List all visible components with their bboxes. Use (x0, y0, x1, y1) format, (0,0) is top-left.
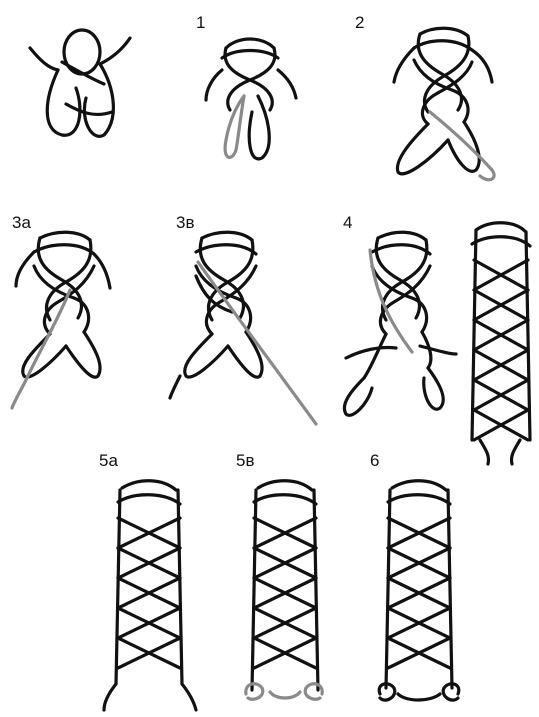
step-label-2: 2 (355, 14, 364, 31)
step-label-5b: 5в (236, 452, 255, 469)
step-label-5a: 5а (99, 452, 118, 469)
panel-step-1 (206, 39, 296, 159)
panel-step-4 (344, 232, 456, 415)
step-label-3a: 3а (12, 214, 31, 231)
panel-step-3b (170, 232, 316, 424)
step-label-3b: 3в (176, 214, 195, 231)
panel-step-6 (379, 481, 459, 700)
panel-braid-tall (472, 223, 530, 464)
panel-initial-knot (30, 30, 130, 136)
step-label-4: 4 (343, 214, 352, 231)
step-label-6: 6 (370, 452, 379, 469)
panel-step-5a (104, 481, 196, 710)
panel-step-2 (394, 28, 494, 180)
panel-step-3a (12, 232, 110, 408)
panel-step-5b (246, 481, 322, 700)
step-label-1: 1 (196, 14, 205, 31)
